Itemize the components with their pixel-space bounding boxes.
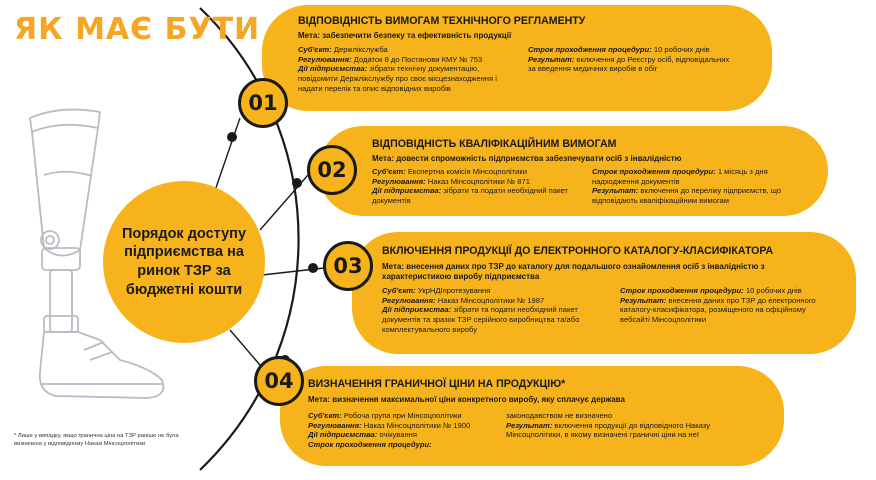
step-2-number: 02 [307, 145, 357, 195]
subject-value: Держлікслужба [333, 45, 388, 54]
term-label: Строк проходження процедури: [592, 167, 716, 176]
step-2-title: ВІДПОВІДНІСТЬ КВАЛІФІКАЦІЙНИМ ВИМОГАМ [372, 138, 617, 150]
step-4-left-col: Суб'єкт: Робоча група при Мінсоцполітики… [308, 411, 506, 450]
actions-label: Дії підприємства: [372, 186, 442, 196]
step-3-number: 03 [323, 241, 373, 291]
result-label: Результат: [592, 186, 639, 196]
step-2-left-col: Суб'єкт: Експертна комісія Мінсоцполітик… [372, 167, 584, 206]
step-3-card [352, 232, 856, 354]
subject-label: Суб'єкт: [298, 45, 332, 54]
actions-value: зібрати та подати необхідний пакет докум… [372, 186, 568, 206]
result-label: Результат: [506, 420, 553, 430]
step-1-number: 01 [238, 78, 288, 128]
step-1-right-col: Строк проходження процедури: 10 робочих … [528, 45, 738, 74]
actions-value: зібрати та подати необхідний пакет докум… [382, 305, 580, 334]
result-value: включення продукції до відповідного Нака… [506, 420, 711, 440]
step-3-goal: Мета: внесення даних про ТЗР до каталогу… [382, 262, 765, 281]
term-label: Строк проходження процедури: [308, 440, 432, 450]
step-4-right-col: законодавством не визначено Результат: в… [506, 411, 756, 440]
term-value: 1 місяць з дня надходження документів [592, 167, 768, 186]
result-label: Результат: [528, 54, 575, 64]
term-label: Строк проходження процедури: [620, 286, 744, 295]
subject-label: Суб'єкт: [382, 286, 416, 295]
result-value: включення до Реєстру осіб, відповідальни… [528, 54, 730, 74]
term-label: Строк проходження процедури: [528, 45, 652, 54]
subject-label: Суб'єкт: [372, 167, 406, 176]
spoke-4 [229, 329, 261, 366]
arc-dot [292, 178, 302, 188]
regulation-value: Наказ Мінсоцполітики № 1987 [437, 295, 545, 305]
regulation-value: Наказ Мінсоцполітики № 1900 [363, 420, 471, 430]
subject-value: Робоча група при Мінсоцполітики [343, 411, 462, 420]
regulation-label: Регулювання: [382, 295, 436, 305]
step-2-right-col: Строк проходження процедури: 1 місяць з … [592, 167, 806, 206]
actions-value: очікування [379, 430, 417, 440]
step-1-left-col: Суб'єкт: Держлікслужба Регулювання: Дода… [298, 45, 520, 94]
regulation-label: Регулювання: [298, 54, 352, 64]
step-1-title: ВІДПОВІДНІСТЬ ВИМОГАМ ТЕХНІЧНОГО РЕГЛАМЕ… [298, 15, 586, 27]
step-1-card [262, 5, 772, 111]
step-2-goal: Мета: довести спроможність підприємства … [372, 154, 682, 163]
term-value: 10 робочих днів [653, 45, 710, 54]
subject-label: Суб'єкт: [308, 411, 342, 420]
result-label: Результат: [620, 295, 667, 305]
step-4-goal: Мета: визначення максимальної ціни конкр… [308, 395, 625, 404]
page-title: ЯК МАЄ БУТИ [14, 12, 261, 47]
center-circle: Порядок доступу підприємства на ринок ТЗ… [103, 181, 265, 343]
actions-value: зібрати технічну документацію, повідомит… [298, 64, 497, 93]
result-value: внесення даних про ТЗР до електронного к… [620, 295, 816, 325]
regulation-label: Регулювання: [308, 420, 362, 430]
center-text: Порядок доступу підприємства на ринок ТЗ… [121, 225, 247, 298]
step-2-card [318, 126, 828, 216]
term-value: законодавством не визначено [506, 411, 613, 420]
subject-value: Експертна комісія Мінсоцполітики [407, 167, 527, 176]
regulation-value: Наказ Мінсоцполітики № 871 [427, 176, 530, 186]
actions-label: Дії підприємства: [308, 430, 378, 440]
step-4-card [280, 366, 784, 466]
actions-label: Дії підприємства: [382, 305, 452, 315]
term-value: 10 робочих днів [745, 286, 802, 295]
step-3-right-col: Строк проходження процедури: 10 робочих … [620, 286, 820, 325]
arc-dot [227, 132, 237, 142]
step-3-title: ВКЛЮЧЕННЯ ПРОДУКЦІЇ ДО ЕЛЕКТРОННОГО КАТА… [382, 245, 774, 257]
result-value: включення до переліку підприємств, що ві… [592, 186, 782, 206]
regulation-label: Регулювання: [372, 176, 426, 186]
step-4-title: ВИЗНАЧЕННЯ ГРАНИЧНОЇ ЦІНИ НА ПРОДУКЦІЮ* [308, 378, 566, 390]
actions-label: Дії підприємства: [298, 64, 368, 74]
step-1-goal: Мета: забезпечити безпеку та ефективніст… [298, 31, 512, 40]
arc-dot [308, 263, 318, 273]
connector-arc [199, 7, 300, 471]
footnote: * Лише у випадку, якщо гранична ціна на … [14, 433, 179, 447]
step-4-number: 04 [254, 356, 304, 406]
step-3-left-col: Суб'єкт: УкрНДІпротезування Регулювання:… [382, 286, 602, 335]
subject-value: УкрНДІпротезування [417, 286, 491, 295]
regulation-value: Додаток 8 до Постанови КМУ № 753 [353, 54, 483, 64]
prosthesis-illustration [29, 108, 165, 399]
